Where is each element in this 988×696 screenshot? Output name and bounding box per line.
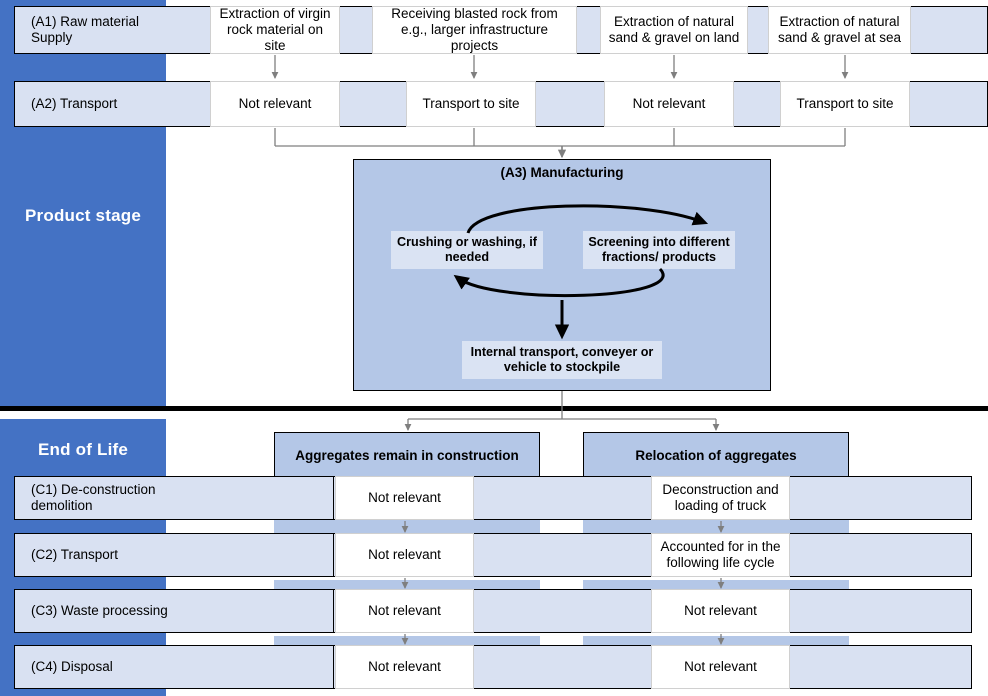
c4-label-text: (C4) Disposal <box>31 658 113 674</box>
a2-cell-2: Not relevant <box>604 81 734 127</box>
a3-to-eol-split <box>408 391 716 420</box>
a3-node-screening: Screening into different fractions/ prod… <box>583 231 735 269</box>
c1-row-label: (C1) De-construction demolition <box>14 476 334 520</box>
c3-cell-1: Not relevant <box>651 589 790 633</box>
c2-label-text: (C2) Transport <box>31 546 119 562</box>
a3-node-crushing: Crushing or washing, if needed <box>391 231 543 269</box>
product-stage-label: Product stage <box>25 205 141 225</box>
c1-label-line1: (C1) De-construction <box>31 481 156 497</box>
a2-cell-0: Not relevant <box>210 81 340 127</box>
a1-cell-3: Extraction of natural sand & gravel at s… <box>768 6 911 54</box>
a1-cell-0: Extraction of virgin rock material on si… <box>210 6 340 54</box>
stage-divider <box>0 406 988 411</box>
c4-row-label: (C4) Disposal <box>14 645 334 689</box>
c3-row-label: (C3) Waste processing <box>14 589 334 633</box>
a1-row-label: (A1) Raw material Supply <box>14 6 211 54</box>
a2-cell-1: Transport to site <box>406 81 536 127</box>
a2-label-text: (A2) Transport <box>31 95 118 111</box>
a2-cell-3: Transport to site <box>780 81 910 127</box>
c3-label-text: (C3) Waste processing <box>31 602 168 618</box>
c4-cell-0: Not relevant <box>335 645 474 689</box>
end-of-life-label: End of Life <box>37 439 129 459</box>
a3-title: (A3) Manufacturing <box>500 165 624 181</box>
c1-label-line2: demolition <box>31 498 93 513</box>
c3-cell-0: Not relevant <box>335 589 474 633</box>
a1-label-line1: (A1) Raw material <box>31 13 140 29</box>
a1-to-a2-arrows <box>271 55 849 80</box>
c4-cell-1: Not relevant <box>651 645 790 689</box>
product-stage-panel <box>0 0 166 406</box>
a1-label-line2: Supply <box>31 30 73 45</box>
c2-cell-1: Accounted for in the following life cycl… <box>651 533 790 577</box>
c2-row-label: (C2) Transport <box>14 533 334 577</box>
eol-header-0: Aggregates remain in construction <box>274 432 540 479</box>
a1-cell-2: Extraction of natural sand & gravel on l… <box>600 6 748 54</box>
a2-merge-bus <box>274 128 846 147</box>
c1-cell-0: Not relevant <box>335 476 474 520</box>
eol-header-1: Relocation of aggregates <box>583 432 849 479</box>
a3-node-internal-transport: Internal transport, conveyer or vehicle … <box>462 341 662 379</box>
a1-cell-1: Receiving blasted rock from e.g., larger… <box>372 6 577 54</box>
c1-cell-1: Deconstruction and loading of truck <box>651 476 790 520</box>
c2-cell-0: Not relevant <box>335 533 474 577</box>
a2-row-label: (A2) Transport <box>14 81 211 127</box>
